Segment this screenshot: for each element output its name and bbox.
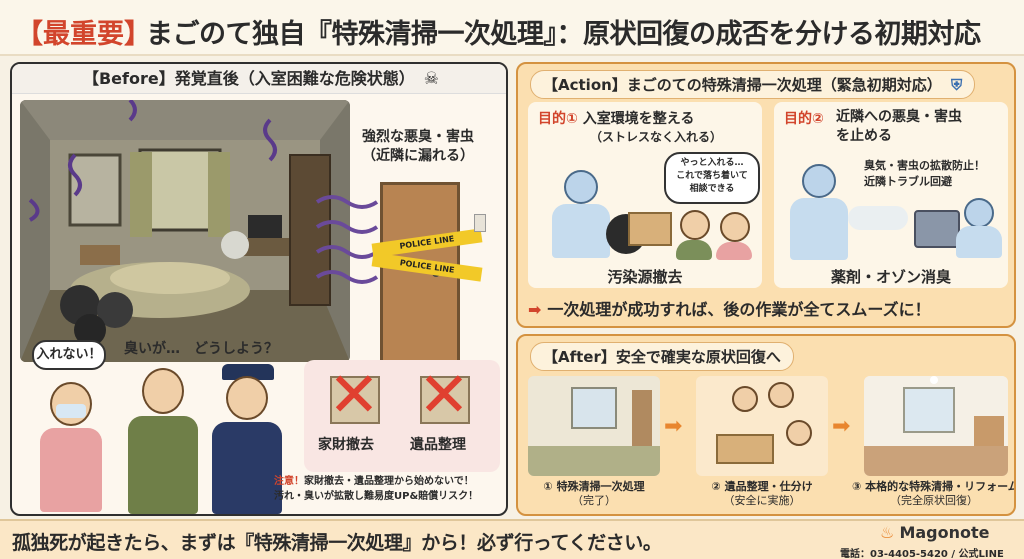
step3-label: ③ 本格的な特殊清掃・リフォーム （完全原状回復） — [852, 480, 1016, 507]
step1-label: ① 特殊清掃一次処理 （完了） — [543, 480, 645, 507]
goal1-number: 目的① — [538, 111, 578, 127]
action-result: ➡一次処理が成功すれば、後の作業が全てスムーズに！ — [528, 300, 931, 319]
x-mark-icon: ✕ — [418, 358, 470, 431]
goal1-card: 目的① 入室環境を整える （ストレスなく入れる） やっと入れる… これで落ち着い… — [528, 102, 762, 288]
spray-mist — [848, 206, 908, 230]
shield-icon: ⛨ — [951, 76, 963, 94]
apartment-door — [380, 182, 460, 374]
goal1-subtitle: （ストレスなく入れる） — [590, 130, 723, 144]
goal1-caption: 汚染源撤去 — [607, 268, 683, 286]
resident-woman — [36, 382, 106, 512]
dirty-room-scene — [20, 100, 350, 362]
step3-scene — [864, 376, 1008, 476]
arrow-right-icon: ➡ — [528, 300, 542, 319]
page-title: まごのて独自『特殊清掃一次処理』：原状回復の成否を分ける初期対応 — [146, 19, 981, 50]
intercom — [474, 214, 486, 232]
hand-icon: ♨ — [880, 523, 895, 542]
footer-message: 孤独死が起きたら、まずは『特殊清掃一次処理』から！必ず行ってください。 — [12, 532, 662, 554]
before-title: 【Before】発覚直後（入室困難な危険状態） — [82, 69, 415, 88]
dirty-room-illustration — [20, 100, 350, 362]
cardboard-box — [628, 212, 672, 246]
goal1-title: 入室環境を整える — [582, 111, 695, 127]
goal2-caption: 薬剤・オゾン消臭 — [830, 268, 951, 286]
step2-label: ② 遺品整理・仕分け （安全に実施） — [711, 480, 813, 507]
brand-logo: ♨ Magonote — [880, 523, 1016, 545]
skull-icon: ☠ — [423, 69, 440, 89]
before-title-bar: 【Before】発覚直後（入室困難な危険状態） ☠ — [12, 64, 506, 94]
speech-bubble-relief: やっと入れる… これで落ち着いて 相談できる — [664, 152, 760, 204]
x-mark-icon: ✕ — [328, 358, 380, 431]
after-title: 【After】安全で確実な原状回復へ — [530, 342, 794, 371]
warning-note: 注意！家財撤去・遺品整理から始めないで！ 汚れ・臭いが拡散し難易度UP&賠償リス… — [274, 474, 506, 504]
spraying-worker — [788, 164, 848, 260]
contact-info: 電話：03-4405-5420 / 公式LINE — [840, 549, 1004, 559]
step2-scene — [696, 376, 828, 476]
header-tag: 【最重要】 — [16, 19, 151, 50]
kneeling-worker — [956, 198, 1002, 258]
warning-line2: 汚れ・臭いが拡散し難易度UP&賠償リスク！ — [274, 491, 479, 502]
brand-name: Magonote — [899, 523, 990, 542]
ng-label-belongings: 遺品整理 — [410, 437, 466, 453]
police-officer — [208, 364, 286, 514]
cleaning-worker — [550, 170, 610, 258]
speech-bubble-resident: 入れない！ — [32, 340, 106, 370]
warning-prefix: 注意！ — [274, 476, 304, 487]
ozone-machine — [914, 210, 960, 248]
arrow-step1-icon: ➡ — [664, 414, 683, 439]
smell-warning-label: 強烈な悪臭・害虫 （近隣に漏れる） — [362, 129, 474, 164]
after-panel: 【After】安全で確実な原状回復へ ➡ ➡ ① 特殊清掃一次処理 （完了） ②… — [516, 334, 1016, 516]
relieved-family — [676, 210, 756, 260]
smell-waves — [312, 182, 382, 306]
before-panel: 【Before】発覚直後（入室困難な危険状態） ☠ — [10, 62, 508, 516]
goal2-title: 近隣への悪臭・害虫 を止める — [836, 109, 962, 144]
speech-man: 臭いが… どうしよう？ — [124, 341, 278, 357]
goal2-card: 目的② 近隣への悪臭・害虫 を止める 臭気・害虫の拡散防止！ 近隣トラブル回避 … — [774, 102, 1008, 288]
warning-line1: 家財撤去・遺品整理から始めないで！ — [304, 476, 474, 487]
neighbor-man — [124, 368, 202, 514]
page-header: 【最重要】 まごのて独自『特殊清掃一次処理』：原状回復の成否を分ける初期対応 — [0, 0, 1024, 56]
action-title: 【Action】まごのての特殊清掃一次処理（緊急初期対応） ⛨ — [530, 70, 976, 99]
step1-scene — [528, 376, 660, 476]
ng-label-furniture: 家財撤去 — [318, 437, 374, 453]
goal2-note: 臭気・害虫の拡散防止！ 近隣トラブル回避 — [864, 159, 985, 188]
arrow-step2-icon: ➡ — [832, 414, 851, 439]
action-panel: 【Action】まごのての特殊清掃一次処理（緊急初期対応） ⛨ 目的① 入室環境… — [516, 62, 1016, 328]
goal2-number: 目的② — [784, 111, 824, 127]
footer-bar: 孤独死が起きたら、まずは『特殊清掃一次処理』から！必ず行ってください。 ♨ Ma… — [0, 519, 1024, 559]
ng-item-belongings: ✕ 遺品整理 — [410, 364, 486, 462]
ng-item-furniture: ✕ 家財撤去 — [318, 364, 396, 462]
